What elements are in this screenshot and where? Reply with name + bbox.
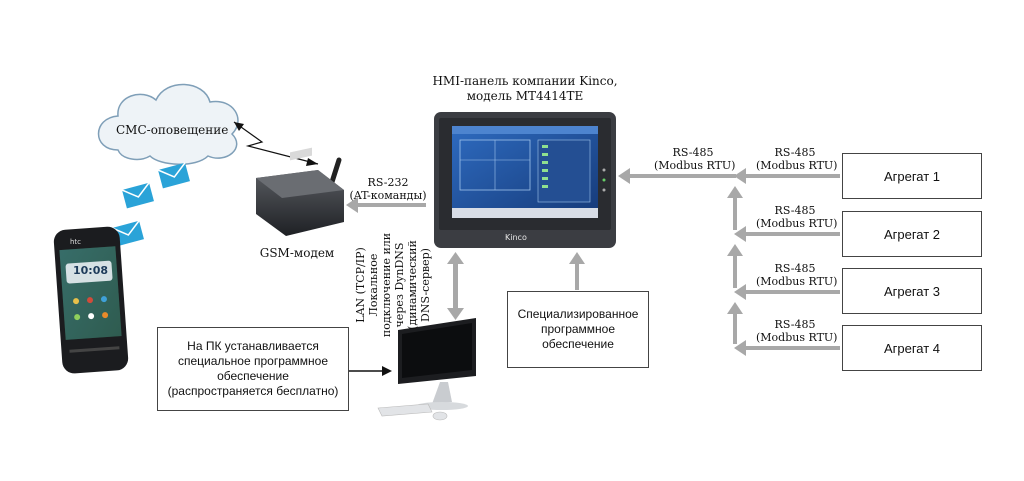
- lan-line2: Локальное: [367, 253, 380, 317]
- pc-note-arrow: [348, 366, 392, 376]
- rs232-line2: (AT-команды): [349, 189, 427, 202]
- aggregate-3-link-label: RS-485 (Modbus RTU): [756, 262, 838, 288]
- phone-clock: 10:08: [73, 264, 109, 277]
- software-line1: Специализированное: [517, 307, 639, 321]
- hmi-title-line1: HMI-панель компании Kinco,: [432, 74, 618, 88]
- aggregate-1-link-line2: (Modbus RTU): [756, 159, 838, 172]
- lan-line5: (динамический: [406, 240, 419, 330]
- rs232-label: RS-232 (AT-команды): [346, 176, 430, 202]
- hmi-bus-line1: RS-485: [672, 146, 714, 159]
- lan-line1: LAN (TCP/IP): [354, 247, 367, 323]
- aggregate-3-link-line1: RS-485: [774, 262, 816, 275]
- hmi-title: HMI-панель компании Kinco, модель MT4414…: [410, 74, 640, 104]
- hmi-title-line2: модель MT4414TE: [466, 89, 584, 103]
- pc-software-line4: (распространяется бесплатно): [167, 384, 339, 398]
- rs232-line1: RS-232: [367, 176, 409, 189]
- sms-cloud-icon: [97, 83, 239, 165]
- gsm-label: GSM-модем: [259, 246, 335, 260]
- smartphone-icon: [53, 226, 129, 374]
- aggregate-4-link-line2: (Modbus RTU): [756, 331, 838, 344]
- lan-label: LAN (TCP/IP) Локальное подключение или ч…: [354, 225, 432, 345]
- sms-label: СМС-оповещение: [116, 123, 229, 137]
- aggregate-2-link-line1: RS-485: [774, 204, 816, 217]
- lan-line6: DNS-сервер): [419, 248, 432, 322]
- aggregate-1-box: Агрегат 1: [842, 153, 982, 199]
- lan-line3: подключение или: [380, 232, 393, 338]
- pc-software-line3: обеспечение: [217, 369, 289, 383]
- aggregate-2-link-line2: (Modbus RTU): [756, 217, 838, 230]
- hmi-panel-icon: [434, 112, 616, 248]
- aggregate-3-box: Агрегат 3: [842, 268, 982, 314]
- phone-brand: htc: [70, 238, 82, 246]
- sms-envelope-icons: [111, 162, 190, 247]
- pc-software-line1: На ПК устанавливается: [187, 339, 319, 353]
- hmi-brand: Kinco: [505, 233, 527, 242]
- aggregate-1-link-line1: RS-485: [774, 146, 816, 159]
- hmi-bus-label: RS-485 (Modbus RTU): [654, 146, 736, 172]
- gsm-modem-icon: [256, 147, 344, 236]
- aggregate-3-link-line2: (Modbus RTU): [756, 275, 838, 288]
- pc-software-box: На ПК устанавливается специальное програ…: [157, 327, 349, 411]
- software-line2: программное: [540, 322, 616, 336]
- hmi-bus-line2: (Modbus RTU): [654, 159, 736, 172]
- lan-line4: через DynDNS: [393, 242, 406, 328]
- software-box: Специализированное программное обеспечен…: [507, 291, 649, 368]
- aggregate-4-link-line1: RS-485: [774, 318, 816, 331]
- software-line3: обеспечение: [542, 337, 614, 351]
- pc-software-line2: специальное программное: [177, 354, 329, 368]
- pc-monitor-icon: [377, 318, 476, 421]
- gray-arrows: [346, 168, 840, 356]
- aggregate-2-box: Агрегат 2: [842, 211, 982, 257]
- aggregate-4-box: Агрегат 4: [842, 325, 982, 371]
- aggregate-1-link-label: RS-485 (Modbus RTU): [756, 146, 838, 172]
- wireless-link-icon: [233, 121, 319, 166]
- aggregate-4-link-label: RS-485 (Modbus RTU): [756, 318, 838, 344]
- aggregate-2-link-label: RS-485 (Modbus RTU): [756, 204, 838, 230]
